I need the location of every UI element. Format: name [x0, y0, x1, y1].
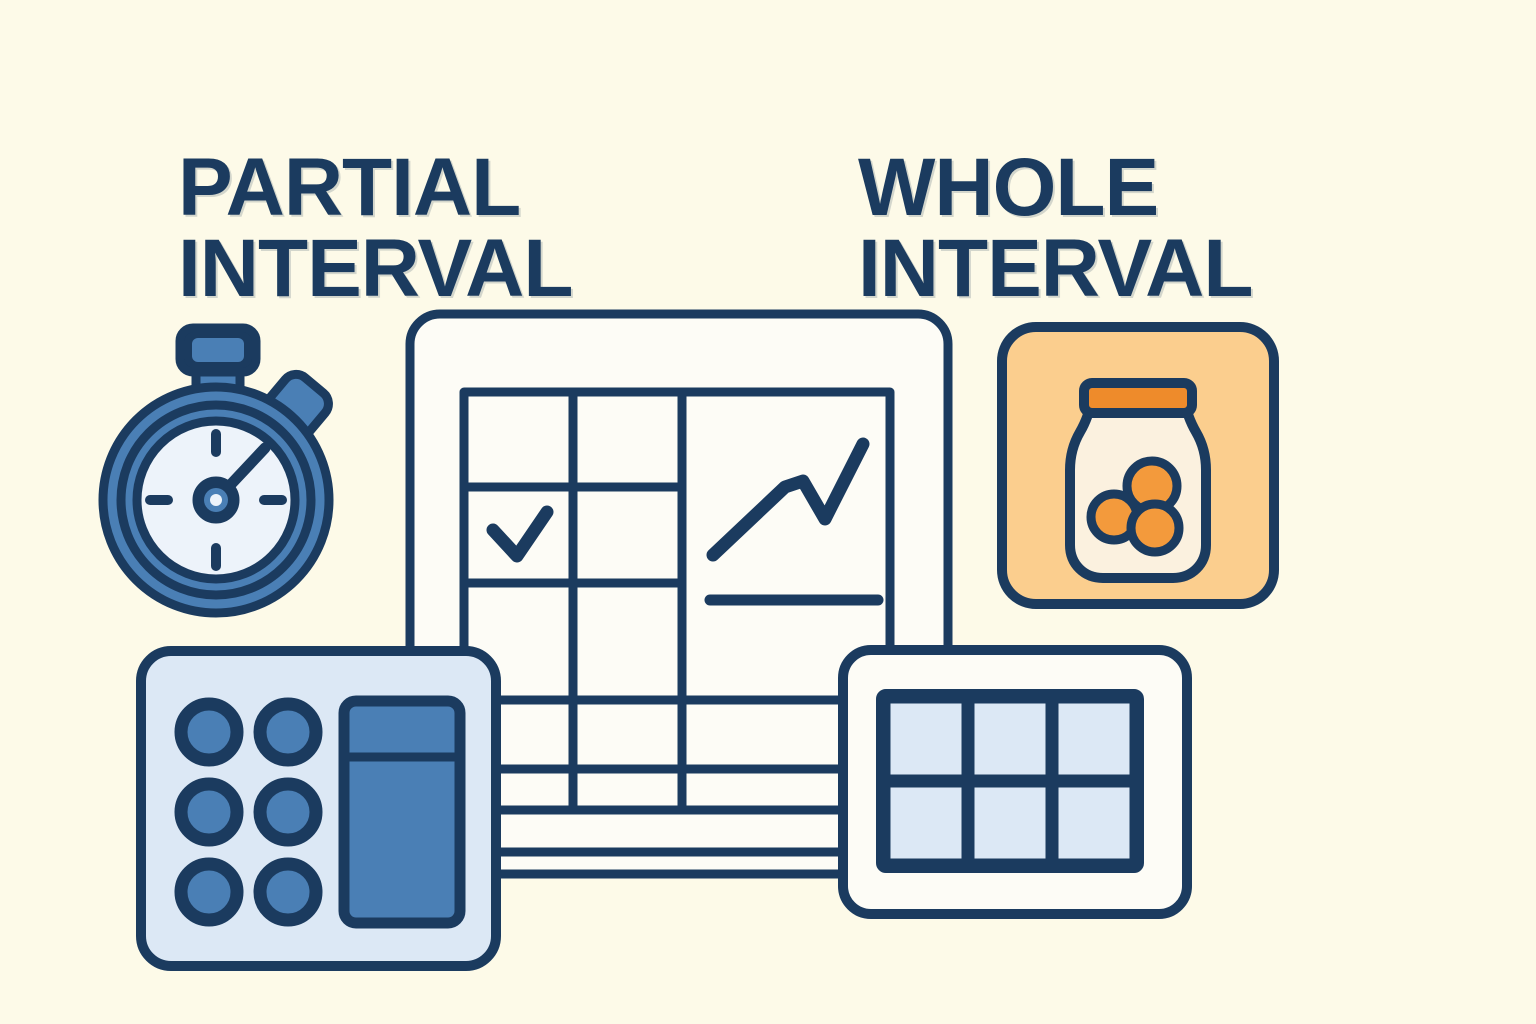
keypad-button-6[interactable] [253, 857, 323, 927]
token-jar-lid [1079, 378, 1197, 418]
stopwatch-crown-button [175, 323, 261, 377]
keypad-button-5[interactable] [174, 857, 244, 927]
keypad-side-panel [338, 695, 466, 929]
heading-partial-interval-line2: INTERVAL [178, 222, 573, 314]
heading-whole-interval-line2: INTERVAL [858, 222, 1253, 314]
data-sheet-grid-outline [459, 387, 895, 857]
interval-cell-1[interactable] [881, 694, 971, 784]
heading-partial-interval-line1: PARTIAL [178, 142, 521, 234]
stopwatch-tick-marks [145, 429, 287, 571]
interval-cell-2[interactable] [965, 694, 1055, 784]
heading-whole-interval: WHOLE INTERVAL [858, 68, 1478, 389]
check-icon [486, 505, 554, 563]
interval-cell-4[interactable] [881, 778, 971, 868]
keypad-buttons [174, 697, 323, 927]
interval-grid-cells [876, 689, 1144, 873]
keypad-button-3[interactable] [174, 777, 244, 847]
interval-cell-3[interactable] [1049, 694, 1139, 784]
keypad-button-4[interactable] [253, 777, 323, 847]
data-sheet-grid [459, 387, 895, 857]
interval-grid-frame [876, 689, 1144, 873]
heading-whole-interval-line1: WHOLE [858, 142, 1159, 234]
interval-cell-6[interactable] [1049, 778, 1139, 868]
interval-cell-5[interactable] [965, 778, 1055, 868]
token-3 [1126, 499, 1184, 557]
keypad-button-1[interactable] [174, 697, 244, 767]
heading-partial-interval: PARTIAL INTERVAL [178, 68, 818, 389]
trend-line-path [706, 437, 870, 562]
keypad-button-2[interactable] [253, 697, 323, 767]
token-jar-tokens [1086, 456, 1184, 557]
trend-line-chart [704, 437, 884, 606]
